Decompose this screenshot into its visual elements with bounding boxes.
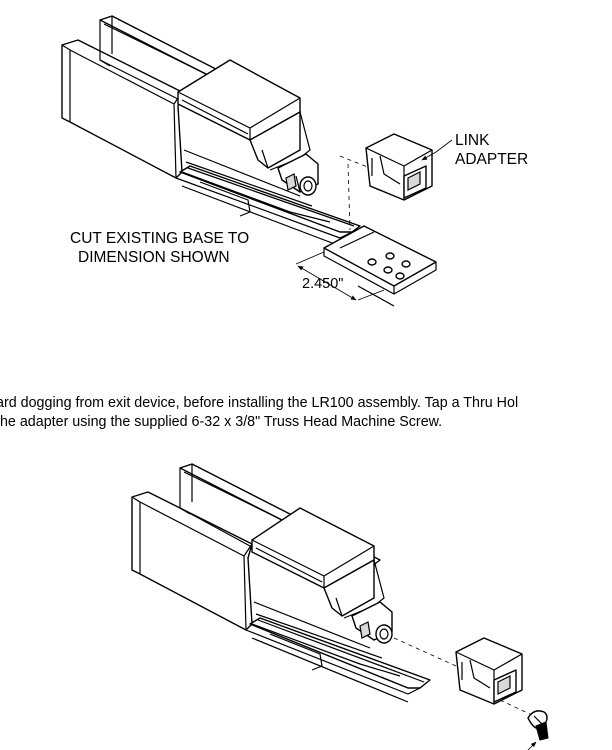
- cut-note-line2: DIMENSION SHOWN: [78, 249, 230, 266]
- callout-adapter-label: ADAPTER: [455, 151, 529, 168]
- dimension-value: 2.450": [302, 276, 344, 292]
- bottom-link-adapter: [393, 637, 535, 717]
- top-exit-device-rail: [61, 15, 361, 247]
- top-link-adapter: [339, 133, 453, 231]
- bottom-dogging-block: [251, 507, 393, 644]
- truss-head-screw: [527, 710, 549, 750]
- instruction-line2: the adapter using the supplied 6-32 x 3/…: [0, 414, 443, 430]
- top-dimension-line: [295, 251, 385, 301]
- top-dogging-block: [177, 59, 319, 196]
- bottom-exit-device-rail: [131, 463, 431, 703]
- callout-link-label: LINK: [455, 132, 490, 149]
- top-cut-base-piece: [323, 225, 437, 307]
- cut-note-line1: CUT EXISTING BASE TO: [70, 230, 250, 247]
- instruction-line1: ard dogging from exit device, before ins…: [0, 395, 519, 411]
